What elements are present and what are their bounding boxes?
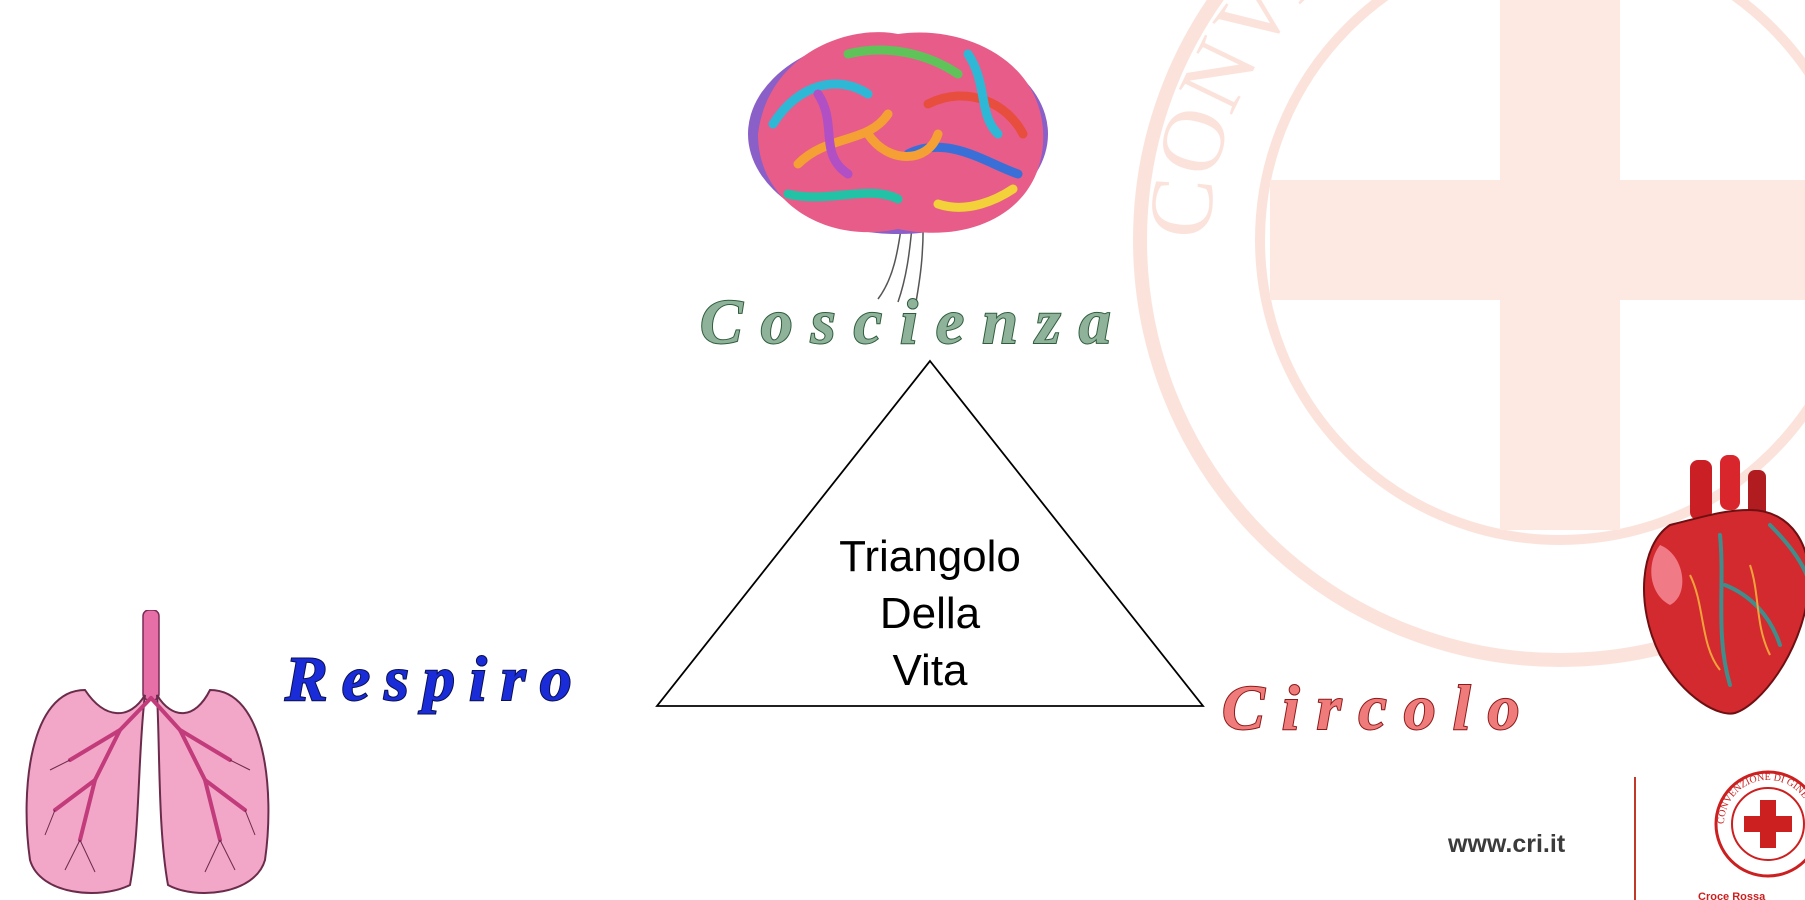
triangle-shape (655, 359, 1205, 707)
triangle-text-line-2: Della (879, 589, 981, 638)
label-respiro: Respiro (284, 643, 586, 714)
triangle-text-line-3: Vita (892, 646, 968, 695)
cri-logo-text: Croce Rossa (1698, 891, 1766, 900)
label-coscienza: Coscienza (699, 286, 1129, 357)
triangle-text: Triangolo Della Vita (780, 528, 1080, 699)
footer-divider (1634, 777, 1636, 900)
heart-illustration (1643, 455, 1805, 715)
website-link[interactable]: www.cri.it (1448, 830, 1566, 858)
triangle-text-line-1: Triangolo (839, 532, 1021, 581)
cri-logo: CONVENZIONE DI GINEVRA (1714, 770, 1805, 878)
brain-illustration (748, 32, 1048, 303)
lungs-illustration (25, 610, 270, 894)
cri-watermark: CONVENZIONE DI GINEVRA (1130, 0, 1805, 667)
label-circolo: Circolo (1221, 672, 1537, 743)
